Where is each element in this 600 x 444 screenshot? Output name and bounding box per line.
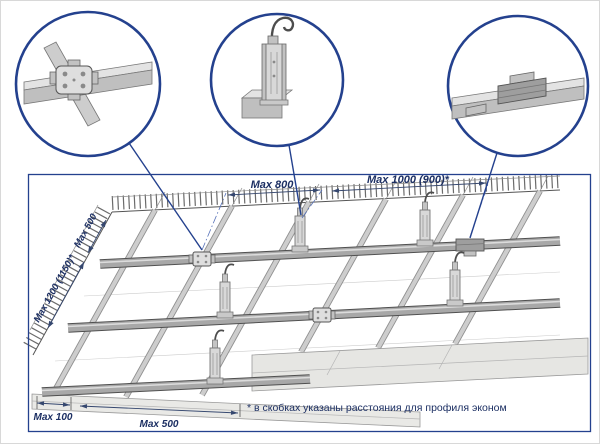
crab-connector-1 bbox=[188, 251, 216, 267]
footnote: * в скобках указаны расстояния для профи… bbox=[247, 402, 507, 414]
carrying-profile-2 bbox=[123, 204, 235, 399]
callout-cross-connector bbox=[14, 10, 162, 158]
main-profile-3 bbox=[41, 374, 311, 397]
dim-label-top-1: Max 800 bbox=[251, 179, 295, 191]
callout-direct-hanger bbox=[209, 12, 345, 148]
carrying-profiles bbox=[51, 189, 543, 399]
dim-label-top-2: Max 1000 (900)* bbox=[367, 174, 450, 186]
figure-frame bbox=[27, 173, 592, 433]
dimension-graphics bbox=[36, 181, 487, 417]
callout-profile-splice bbox=[446, 14, 590, 158]
gypsum-board-front bbox=[31, 393, 421, 428]
base-ceiling-lines bbox=[54, 271, 561, 362]
leader-line-right bbox=[469, 152, 498, 239]
leader-line-left bbox=[128, 142, 203, 251]
direct-hanger-icon bbox=[240, 16, 295, 119]
axis-extensions bbox=[154, 175, 549, 211]
hanger-3 bbox=[216, 263, 235, 319]
carrying-profile-4 bbox=[298, 197, 389, 354]
wall-hatch-top bbox=[111, 174, 561, 213]
profile-splice-icon bbox=[451, 71, 585, 120]
carrying-profile-6 bbox=[452, 189, 543, 346]
hanger-5 bbox=[206, 329, 225, 385]
callout-leaders bbox=[128, 142, 498, 251]
splice-connector bbox=[455, 238, 485, 257]
carrying-profile-1 bbox=[51, 208, 158, 394]
cross-connector-icon bbox=[23, 41, 153, 127]
dim-label-bottom-1: Max 100 bbox=[34, 412, 73, 423]
main-diagram: Max 800 Max 1000 (900)* Max 500 Max 1200… bbox=[21, 174, 589, 430]
leader-line-center bbox=[288, 144, 302, 216]
hanger-4 bbox=[446, 251, 465, 307]
dim-label-bottom-2: Max 500 bbox=[140, 419, 179, 430]
crab-connector-2 bbox=[308, 307, 336, 323]
hanger-2 bbox=[416, 191, 435, 247]
carrying-profile-5 bbox=[375, 193, 466, 350]
